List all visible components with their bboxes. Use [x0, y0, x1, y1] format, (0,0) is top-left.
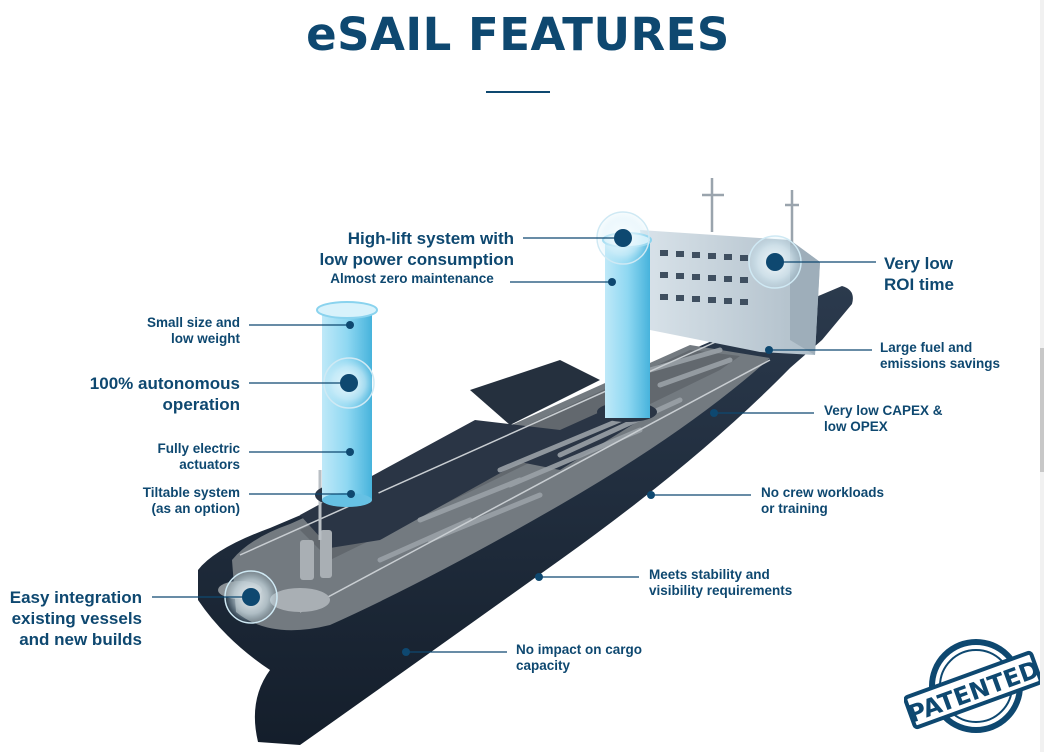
- rotor-sail-right: [597, 232, 657, 422]
- feature-small-size: Small size and low weight: [146, 315, 240, 346]
- feature-easy-integration: Easy integration existing vessels and ne…: [9, 588, 142, 649]
- feature-tiltable: Tiltable system (as an option): [142, 485, 240, 516]
- feature-high-lift: High-lift system with low power consumpt…: [319, 229, 514, 269]
- title-divider: [486, 91, 550, 93]
- patented-badge: PATENTED: [904, 639, 1042, 733]
- feature-cargo: No impact on cargo capacity: [516, 642, 643, 673]
- feature-roi: Very low ROI time: [884, 254, 954, 294]
- feature-crew: No crew workloads or training: [761, 485, 885, 516]
- feature-maintenance: Almost zero maintenance: [330, 271, 494, 286]
- feature-fuel-savings: Large fuel and emissions savings: [880, 340, 1001, 371]
- feature-stability: Meets stability and visibility requireme…: [649, 567, 793, 598]
- feature-electric: Fully electric actuators: [157, 441, 240, 472]
- rotor-sail-left: [315, 301, 379, 507]
- feature-capex: Very low CAPEX & low OPEX: [824, 403, 943, 434]
- feature-autonomous: 100% autonomous operation: [89, 374, 240, 414]
- scrollbar-thumb[interactable]: [1040, 348, 1044, 472]
- page-title: eSAIL FEATURES: [306, 8, 730, 61]
